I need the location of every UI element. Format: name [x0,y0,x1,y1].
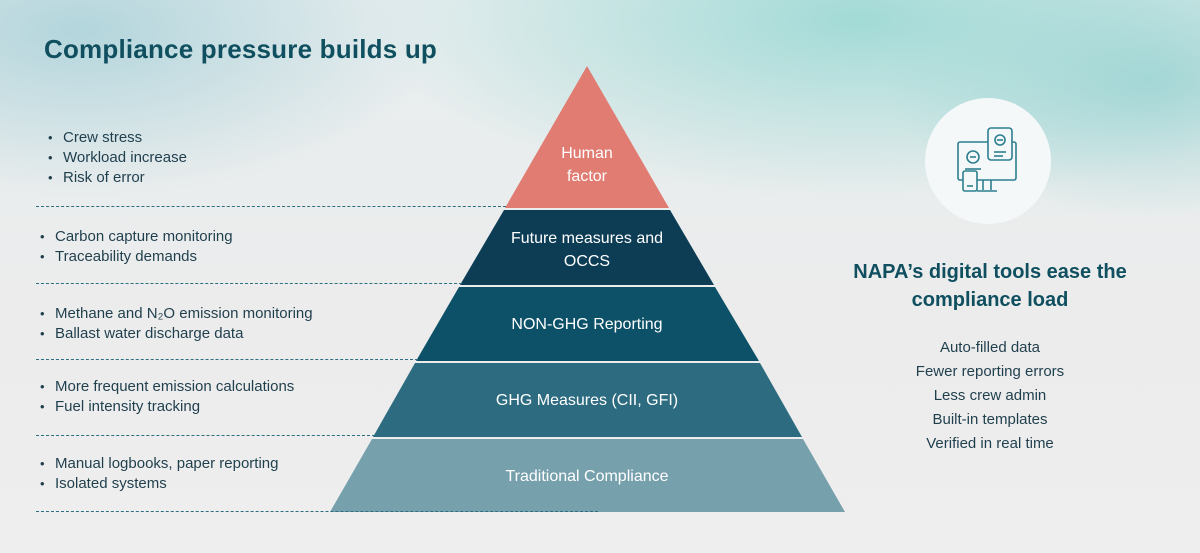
list-item: Auto-filled data [939,339,1041,356]
tier-non-ghg-label: NON-GHG Reporting [511,316,663,333]
tier-divider [36,511,598,512]
list-item: More frequent emission calculations [40,377,294,397]
list-item: Less crew admin [933,387,1047,404]
digital-devices-icon [925,98,1051,224]
list-item: Built-in templates [932,411,1048,428]
tier-traditional-label: Traditional Compliance [505,468,669,485]
tier-future-measures-label: Future measures and OCCS [510,230,664,270]
list-item: Methane and N₂O emission monitoring [40,304,313,324]
future-measures-bullets: Carbon capture monitoring Traceability d… [40,227,233,267]
list-item: Verified in real time [926,435,1054,452]
tier-future-measures-shape [460,210,714,285]
list-item: Fuel intensity tracking [40,397,294,417]
non-ghg-bullets: Methane and N₂O emission monitoring Ball… [40,304,313,344]
device-illustration [957,127,1017,192]
tier-ghg-label: GHG Measures (CII, GFI) [495,392,679,409]
benefit-list: Auto-filled data Fewer reporting errors … [870,336,1110,456]
human-factor-bullets: Crew stress Workload increase Risk of er… [48,128,187,188]
page-title: Compliance pressure builds up [44,34,437,64]
tier-divider [36,359,418,360]
tier-divider [36,206,506,207]
list-item: Ballast water discharge data [40,324,313,344]
list-item: Workload increase [48,148,187,168]
tier-human-factor-label: Human factor [561,145,613,185]
list-item: Isolated systems [40,474,278,494]
tier-non-ghg-shape [416,287,759,361]
tier-human-factor-shape [505,66,669,208]
list-item: Manual logbooks, paper reporting [40,454,278,474]
tier-ghg-shape [373,363,802,437]
ghg-bullets: More frequent emission calculations Fuel… [40,377,294,417]
solution-title: NAPA’s digital tools ease the compliance… [853,261,1127,311]
list-item: Fewer reporting errors [915,363,1065,380]
tier-traditional-shape [330,439,845,512]
list-item: Carbon capture monitoring [40,227,233,247]
list-item: Risk of error [48,168,187,188]
list-item: Crew stress [48,128,187,148]
list-item: Traceability demands [40,247,233,267]
tier-divider [36,435,375,436]
traditional-bullets: Manual logbooks, paper reporting Isolate… [40,454,278,494]
tier-divider [36,283,462,284]
